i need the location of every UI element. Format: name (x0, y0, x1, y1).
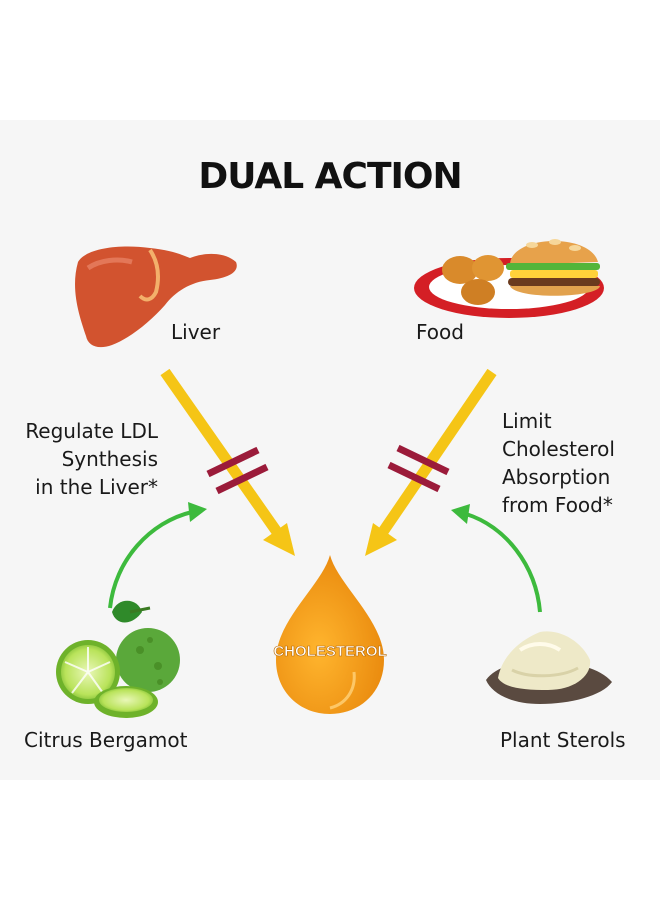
left-action-text: Regulate LDL Synthesis in the Liver* (25, 419, 158, 499)
plant-sterols-label: Plant Sterols (500, 728, 626, 752)
food-arrow (371, 368, 497, 546)
citrus-bergamot-label: Citrus Bergamot (24, 728, 188, 752)
right-green-arrow (451, 504, 542, 613)
right-action-text: Limit Cholesterol Absorption from Food* (502, 409, 615, 517)
left-green-arrow (108, 502, 207, 609)
left-block-bars (206, 446, 269, 495)
right-block-bars (387, 444, 450, 493)
food-label: Food (416, 320, 464, 344)
cholesterol-label: CHOLESTEROL (273, 643, 386, 660)
bergamot-icon (56, 600, 180, 718)
food-plate-icon (414, 239, 604, 318)
food-arrowhead (365, 523, 397, 556)
liver-arrow (160, 368, 289, 546)
liver-arrowhead (263, 523, 295, 556)
cholesterol-drop-icon: CHOLESTEROL (273, 555, 387, 714)
liver-label: Liver (171, 320, 221, 344)
liver-icon (75, 246, 237, 348)
plant-sterols-icon (486, 631, 612, 704)
diagram-title: DUAL ACTION (198, 156, 462, 197)
